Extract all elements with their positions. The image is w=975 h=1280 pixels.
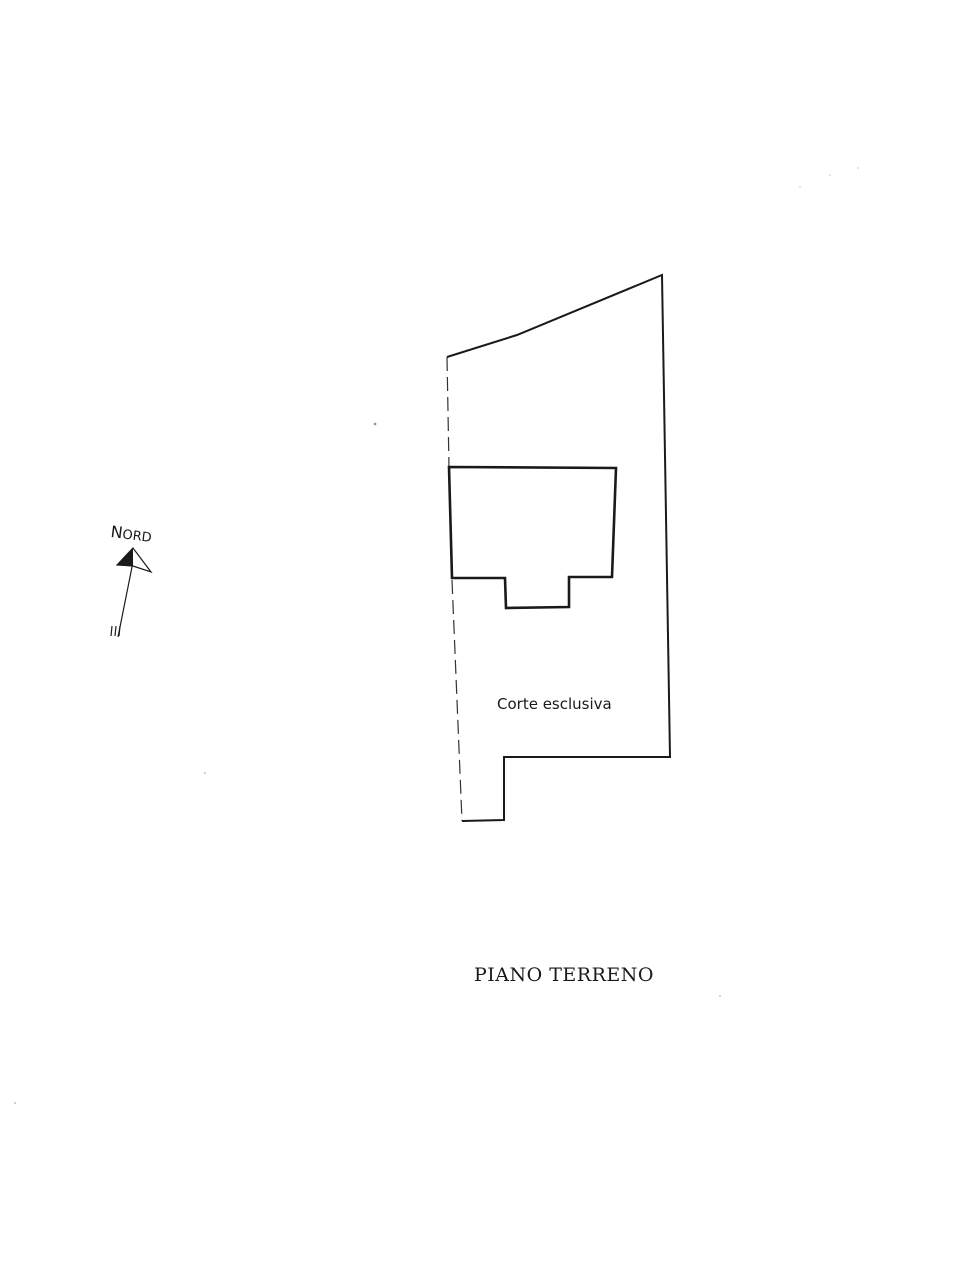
floor-title: PIANO TERRENO [474, 964, 654, 986]
court-label: Corte esclusiva [497, 695, 612, 713]
scan-specks [14, 167, 859, 1104]
lot-boundary [446, 273, 672, 822]
building-footprint [447, 465, 618, 610]
north-arrow-icon [110, 547, 153, 638]
lot-boundary-dashed [446, 356, 463, 822]
